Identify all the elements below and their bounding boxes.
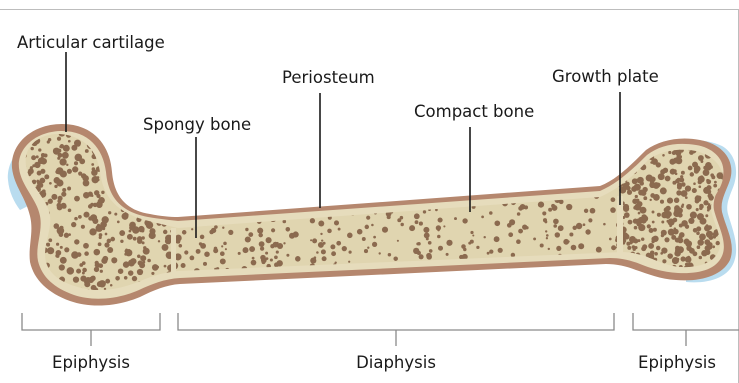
left-epiphysis-label: Epiphysis [52,353,130,372]
compact-bone-label: Compact bone [414,102,534,121]
growth-plate-left [171,228,176,276]
diaphysis-label: Diaphysis [356,353,436,372]
growth-plate-label: Growth plate [552,67,659,86]
right-epiphysis-label: Epiphysis [638,353,716,372]
articular-cartilage-label: Articular cartilage [17,33,165,52]
left-epiphysis-bracket [22,313,160,330]
right-epiphysis-bracket [633,313,739,330]
spongy-bone-label: Spongy bone [143,115,251,134]
periosteum-label: Periosteum [282,68,375,87]
diaphysis-bracket [178,313,614,330]
